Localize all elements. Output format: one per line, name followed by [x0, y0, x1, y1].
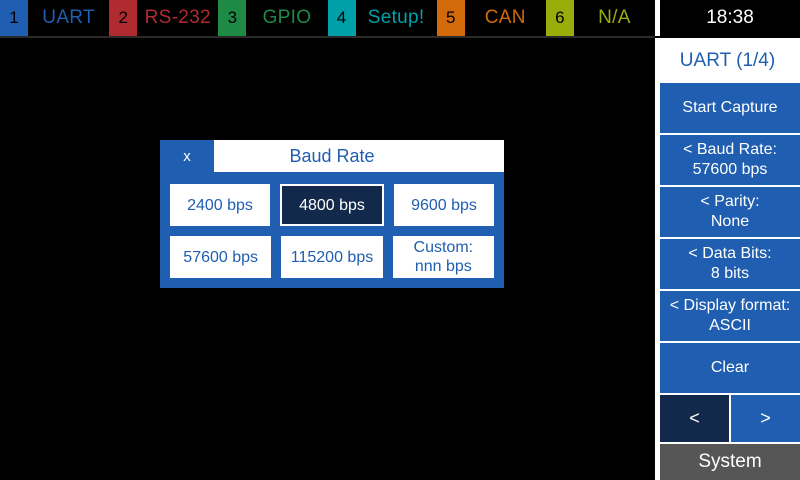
baud-option-custom[interactable]: Custom: nnn bps: [392, 236, 494, 278]
sidebar-button-parity[interactable]: < Parity: None: [660, 187, 800, 238]
protocol-tab-bar: 1 UART 2 RS-232 3 GPIO 4 Setup! 5 CAN 6 N/A: [0, 0, 656, 36]
close-icon[interactable]: x: [160, 140, 214, 172]
settings-sidebar: UART (1/4) Start Capture < Baud Rate: 5760…: [655, 38, 800, 480]
option-label: 9600 bps: [411, 196, 477, 214]
system-button[interactable]: System: [660, 443, 800, 480]
tab-label: N/A: [598, 7, 631, 28]
sidebar-button-baud-rate[interactable]: < Baud Rate: 57600 bps: [660, 135, 800, 186]
sidebar-button-value: ASCII: [709, 317, 751, 335]
sidebar-button-data-bits[interactable]: < Data Bits: 8 bits: [660, 239, 800, 290]
sidebar-button-label: < Display format:: [669, 297, 791, 315]
tab-number: 5: [436, 0, 465, 36]
tab-rs-232[interactable]: 2 RS-232: [109, 0, 219, 36]
option-label: 4800 bps: [299, 196, 365, 214]
tab-bar-divider: [0, 36, 655, 38]
dialog-option-row: 57600 bps 115200 bps Custom: nnn bps: [170, 236, 494, 278]
baud-rate-dialog: x Baud Rate 2400 bps 4800 bps 9600 bps 5760…: [160, 140, 504, 288]
baud-option-9600-bps[interactable]: 9600 bps: [394, 184, 494, 226]
sidebar-button-value: 57600 bps: [692, 161, 768, 179]
prev-page-button[interactable]: <: [660, 395, 729, 442]
option-label: 2400 bps: [187, 196, 253, 214]
page-title: UART (1/4): [655, 38, 800, 84]
tab-uart[interactable]: 1 UART: [0, 0, 110, 36]
tab-gpio[interactable]: 3 GPIO: [218, 0, 328, 36]
tab-can[interactable]: 5 CAN: [436, 0, 546, 36]
tab-label: RS-232: [144, 7, 211, 28]
sidebar-button-label: < Parity:: [700, 193, 760, 211]
option-sublabel: nnn bps: [414, 258, 472, 275]
sidebar-pager: < >: [660, 395, 800, 442]
next-page-button[interactable]: >: [731, 395, 800, 442]
tab-label: Setup!: [367, 7, 425, 28]
baud-option-2400-bps[interactable]: 2400 bps: [170, 184, 270, 226]
tab-n-a[interactable]: 6 N/A: [545, 0, 656, 36]
tab-label: GPIO: [262, 7, 312, 28]
sidebar-button-label: Clear: [710, 359, 750, 377]
baud-option-4800-bps[interactable]: 4800 bps: [280, 184, 384, 226]
sidebar-button-label: Start Capture: [682, 99, 778, 117]
option-label: 57600 bps: [183, 248, 259, 266]
clock-separator: [655, 0, 660, 36]
tab-number: 6: [545, 0, 574, 36]
option-label: 115200 bps: [290, 248, 374, 266]
dialog-options: 2400 bps 4800 bps 9600 bps 57600 bps 115200 …: [160, 172, 504, 288]
sidebar-button-value: 8 bits: [710, 265, 750, 283]
tab-label: CAN: [484, 7, 526, 28]
sidebar-button-list: Start Capture < Baud Rate: 57600 bps < Pari…: [655, 83, 800, 395]
sidebar-button-label: < Data Bits:: [688, 245, 772, 263]
baud-option-115200-bps[interactable]: 115200 bps: [281, 236, 383, 278]
dialog-header: x Baud Rate: [160, 140, 504, 172]
tab-label: UART: [42, 7, 95, 28]
option-label: Custom:: [413, 239, 474, 256]
tab-setup[interactable]: 4 Setup!: [327, 0, 437, 36]
baud-option-57600-bps[interactable]: 57600 bps: [170, 236, 272, 278]
dialog-option-row: 2400 bps 4800 bps 9600 bps: [170, 184, 494, 226]
sidebar-button-value: None: [710, 213, 750, 231]
tab-number: 3: [218, 0, 247, 36]
tab-number: 4: [327, 0, 356, 36]
sidebar-button-clear[interactable]: Clear: [660, 343, 800, 394]
sidebar-button-start-capture[interactable]: Start Capture: [660, 83, 800, 134]
status-clock: 18:38: [660, 0, 800, 36]
sidebar-button-display-format[interactable]: < Display format: ASCII: [660, 291, 800, 342]
tab-number: 2: [109, 0, 138, 36]
sidebar-button-label: < Baud Rate:: [683, 141, 777, 159]
tab-number: 1: [0, 0, 28, 36]
dialog-title: Baud Rate: [214, 140, 504, 172]
